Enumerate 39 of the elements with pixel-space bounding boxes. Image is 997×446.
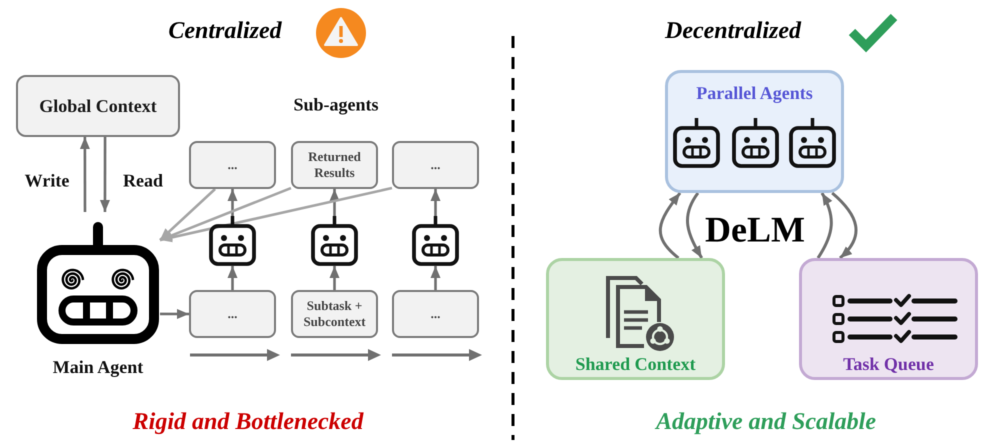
panel-title: Task Queue xyxy=(843,354,934,375)
arrow xyxy=(159,188,216,241)
group-title: Sub-agents xyxy=(293,94,379,116)
arrow xyxy=(330,266,340,290)
section-caption: Adaptive and Scalable xyxy=(656,409,876,437)
arrow xyxy=(816,192,833,259)
robot-icon xyxy=(311,216,358,266)
context-panel xyxy=(546,258,725,380)
queue-panel xyxy=(799,258,978,380)
arrow xyxy=(80,137,90,212)
process-box: ... xyxy=(189,290,276,338)
section-title: Decentralized xyxy=(665,18,801,46)
section-caption: Rigid and Bottlenecked xyxy=(132,409,364,437)
method-title: DeLM xyxy=(705,209,805,251)
arrow xyxy=(160,186,392,242)
arrow xyxy=(160,309,189,319)
agent-name: Main Agent xyxy=(52,357,144,379)
robot-icon xyxy=(412,216,459,266)
process-box: ... xyxy=(189,141,276,189)
process-box: Global Context xyxy=(16,75,180,137)
process-box: ... xyxy=(392,290,479,338)
robot-icon xyxy=(209,216,256,266)
process-box: Returned Results xyxy=(291,141,378,189)
arrow xyxy=(430,266,440,290)
panel-title: Parallel Agents xyxy=(696,83,813,104)
arrow xyxy=(430,189,440,216)
section-title: Centralized xyxy=(168,18,282,46)
arrow xyxy=(228,266,238,290)
arrow xyxy=(228,189,238,216)
agents-panel xyxy=(665,70,844,193)
process-box: Subtask + Subcontext xyxy=(291,290,378,338)
arrow xyxy=(330,189,340,216)
arrow xyxy=(831,192,858,260)
panel-title: Shared Context xyxy=(575,354,696,375)
arrow xyxy=(160,186,292,242)
arrow xyxy=(658,192,682,260)
process-box: ... xyxy=(392,141,479,189)
arrow xyxy=(100,137,110,212)
arrow xyxy=(686,192,704,259)
